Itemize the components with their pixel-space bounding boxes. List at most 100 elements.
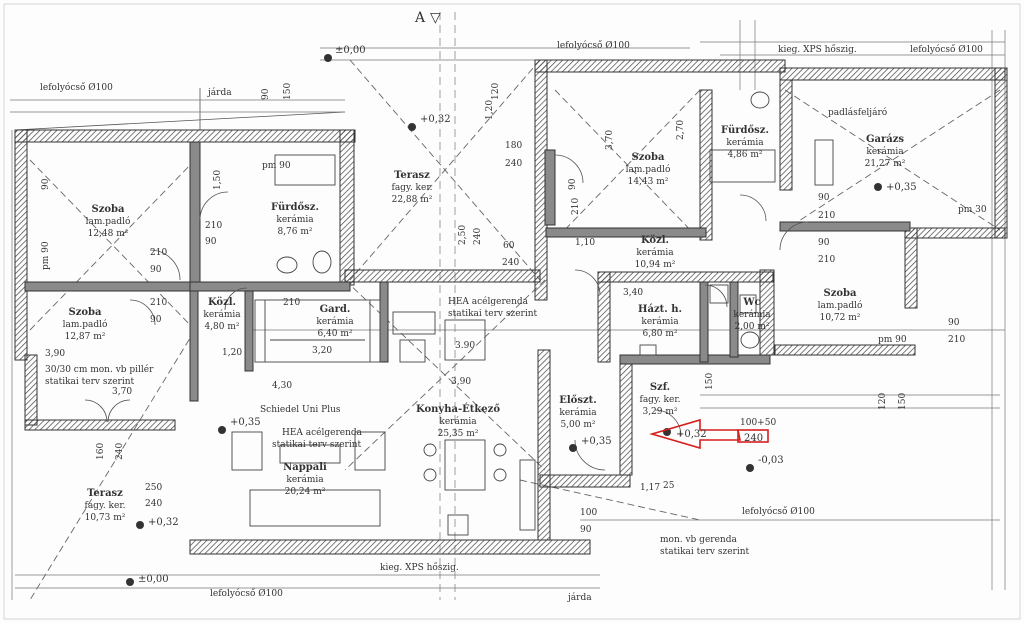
room-floor: lam.padló [86, 216, 131, 227]
drain-label: lefolyócső Ø100 [557, 40, 630, 51]
dim: 90 [948, 318, 960, 328]
dim: 240 [502, 258, 519, 268]
hea-label: statikai terv szerint [272, 440, 362, 450]
room-name: Gard. [320, 304, 351, 315]
door-swings [84, 154, 809, 471]
beam-label: mon. vb gerenda [660, 535, 737, 545]
room-name: Wc [742, 297, 760, 308]
room-area: 10,94 m² [635, 260, 676, 270]
level-value: +0,32 [420, 114, 451, 125]
dim: 3,90 [45, 349, 65, 359]
room-area: 21,27 m² [865, 159, 906, 169]
room-floor: kerámia [726, 137, 764, 148]
dim: 1,17 [640, 483, 660, 493]
room-floor: kerámia [636, 247, 674, 258]
room-name: Garázs [866, 134, 904, 145]
room-area: 4,80 m² [204, 322, 239, 332]
room-floor: lam.padló [63, 319, 108, 330]
room-name: Fürdősz. [271, 202, 319, 213]
level-value: +0,35 [230, 417, 261, 428]
room-name: Nappali [283, 462, 327, 473]
beam-label: statikai terv szerint [660, 547, 750, 557]
room-floor: lam.padló [626, 164, 671, 175]
room-area: 6,40 m² [317, 329, 352, 339]
dim: 90 [150, 265, 162, 275]
room-area: 20,24 m² [285, 487, 326, 497]
room-name: Szoba [823, 288, 857, 299]
xps-label: kieg. XPS hőszig. [778, 44, 857, 55]
room-floor: kerámia [276, 214, 314, 225]
dim: 240 [145, 499, 162, 509]
attic-label: padlásfeljáró [828, 107, 887, 118]
level-value: -0,03 [758, 455, 784, 466]
dim: 150 [898, 393, 908, 410]
dim: 240 [473, 228, 483, 245]
jarda-label: járda [207, 87, 232, 98]
dim: 90 [568, 178, 578, 190]
dim: pm 90 [262, 161, 291, 171]
dim: 2,50 [458, 225, 468, 245]
dim: 210 [818, 255, 835, 265]
dim: 60 [503, 241, 515, 251]
level-value: +0,35 [581, 436, 612, 447]
dim: 160 [96, 443, 106, 460]
svg-text:A: A [414, 10, 426, 26]
dim: pm 90 [41, 241, 51, 270]
room-name: Terasz [394, 170, 430, 181]
room-name: Szoba [68, 307, 102, 318]
xps-label: kieg. XPS hőszig. [380, 562, 459, 573]
room-name: Konyha-Étkező [416, 403, 500, 415]
room-area: 22,88 m² [392, 195, 433, 205]
dim: 240 [505, 159, 522, 169]
dim: 210 [818, 211, 835, 221]
dim: 210 [205, 221, 222, 231]
pillar-label: 30/30 cm mon. vb pillér [45, 364, 154, 375]
red-annotation [649, 418, 769, 450]
level-values: ±0,00 +0,32 +0,35 +0,35 +0,35 +0,32 -0,0… [138, 45, 917, 585]
level-value: +0,32 [148, 517, 179, 528]
dim: 210 [571, 198, 581, 215]
dim: pm 30 [958, 205, 987, 215]
room-name: Előszt. [559, 395, 597, 406]
room-name: Közl. [208, 297, 236, 308]
dim: 4,30 [272, 381, 292, 391]
room-name: Házt. h. [638, 304, 682, 315]
roof-lines [29, 59, 1001, 601]
room-area: 3,29 m² [642, 407, 677, 417]
dim: 25 [663, 481, 675, 491]
reference-lines: A ▽ [10, 10, 1006, 600]
dim: 150 [283, 83, 293, 100]
room-name: Szoba [91, 204, 125, 215]
room-floor: kerámia [439, 416, 477, 427]
interior-walls [24, 141, 911, 402]
level-value: ±0,00 [335, 45, 366, 56]
room-area: 4,86 m² [727, 150, 762, 160]
dim: 90 [818, 238, 830, 248]
room-floor: lam.padló [818, 300, 863, 311]
dim: 90 [41, 178, 51, 190]
dim: 3,70 [605, 130, 615, 150]
dim: 240 [115, 443, 125, 460]
dim: 210 [948, 335, 965, 345]
dim: 3,40 [623, 288, 643, 298]
dim: 100 [580, 508, 597, 518]
level-value: ±0,00 [138, 574, 169, 585]
dim: 1,20 [485, 100, 495, 120]
exterior-walls [14, 59, 1008, 555]
dim: 3,90 [451, 377, 471, 387]
red-dim-label: 100+50 [740, 418, 776, 428]
dim: 210 [283, 298, 300, 308]
dim: 150 [705, 373, 715, 390]
dim: 180 [505, 141, 522, 151]
room-area: 12,48 m² [88, 229, 129, 239]
jarda-label: járda [567, 592, 592, 603]
level-value: +0,35 [886, 182, 917, 193]
dim: 1,20 [222, 348, 242, 358]
dimension-numbers: 90 150 1,50 pm 90 90 210 90 210 90 210 9… [41, 83, 987, 535]
dim: 210 [150, 248, 167, 258]
red-dim-label: 240 [744, 433, 763, 444]
drain-label: lefolyócső Ø100 [910, 44, 983, 55]
hea-label: HEA acélgerenda [448, 296, 529, 307]
dim: 1,10 [575, 238, 595, 248]
